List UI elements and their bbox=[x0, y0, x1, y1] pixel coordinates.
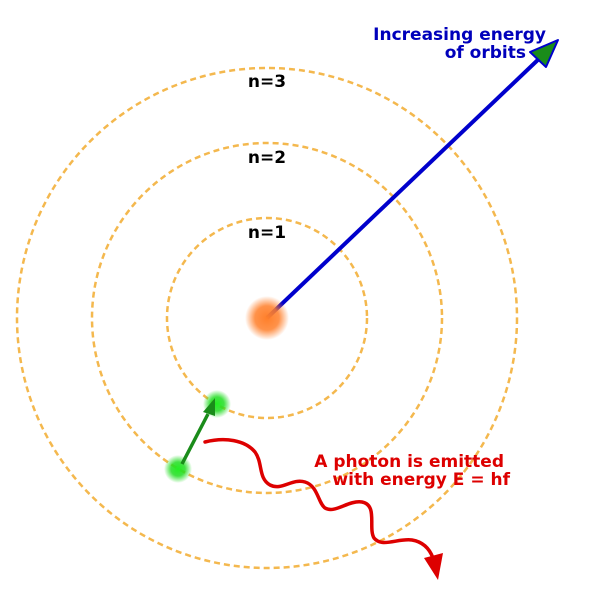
energy-label-line1: Increasing energy bbox=[373, 25, 546, 45]
orbit-label-n1: n=1 bbox=[248, 223, 286, 243]
orbit-n1 bbox=[165, 216, 369, 420]
nucleus bbox=[245, 296, 289, 340]
photon-label-line2: with energy E = hf bbox=[332, 470, 510, 490]
photon-label-line1: A photon is emitted bbox=[314, 452, 504, 472]
energy-arrowhead bbox=[529, 39, 559, 68]
energy-arrow-line bbox=[265, 53, 545, 320]
energy-label-line2: of orbits bbox=[445, 43, 526, 63]
transition-arrowhead bbox=[203, 398, 215, 416]
transition-arrow-line bbox=[180, 413, 210, 465]
orbit-n3 bbox=[15, 66, 519, 570]
electron-n2 bbox=[164, 455, 192, 483]
orbit-label-n2: n=2 bbox=[248, 148, 286, 168]
photon-wave bbox=[203, 438, 435, 560]
orbit-label-n3: n=3 bbox=[248, 72, 286, 92]
orbit-n2 bbox=[90, 141, 444, 495]
photon-arrowhead bbox=[424, 553, 443, 580]
